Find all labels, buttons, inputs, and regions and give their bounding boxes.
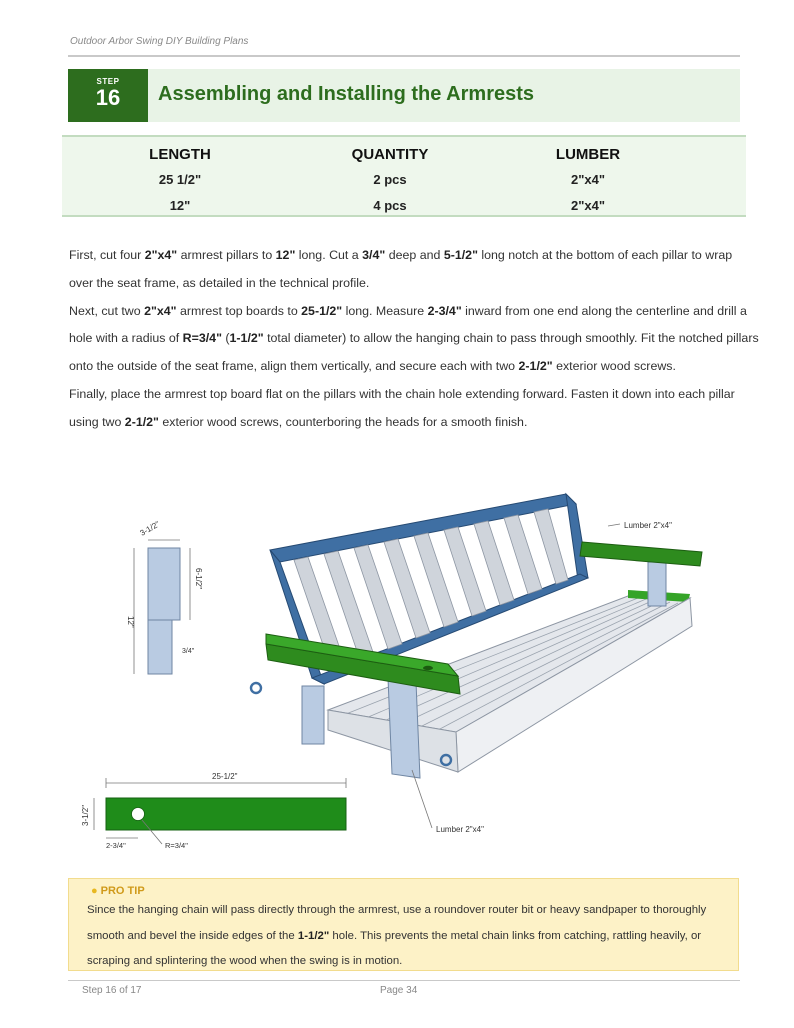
- step-title: Assembling and Installing the Armrests: [158, 83, 535, 105]
- footer-step-indicator: Step 16 of 17: [82, 985, 142, 996]
- table-cell: 4 pcs: [373, 198, 407, 213]
- board-hole-radius-label: R=3/4": [165, 841, 188, 850]
- right-armrest-board: [579, 541, 703, 567]
- instruction-paragraph-3: Finally, place the armrest top board fla…: [69, 386, 735, 429]
- backrest-right-rail: [565, 492, 589, 581]
- pro-tip-heading: ●PRO TIP: [91, 885, 145, 897]
- header-divider: [68, 55, 740, 57]
- cut-list-table: LENGTH 25 1/2" 12" QUANTITY 2 pcs 4 pcs …: [62, 135, 746, 217]
- table-cell: 2 pcs: [373, 172, 407, 187]
- leader-line: [411, 769, 433, 829]
- step-banner: STEP 16 Assembling and Installing the Ar…: [68, 69, 740, 122]
- pro-tip-box: ●PRO TIP Since the hanging chain will pa…: [68, 878, 739, 971]
- cut-list-column-lumber: LUMBER 2"x4" 2"x4": [518, 143, 658, 219]
- eye-bolt: [439, 753, 453, 767]
- left-rear-pillar: [301, 685, 325, 745]
- cut-list-column-length: LENGTH 25 1/2" 12": [110, 143, 250, 219]
- footer-divider: [68, 980, 740, 981]
- callout-bottom-label: Lumber 2"x4": [436, 825, 484, 834]
- pro-tip-text: Since the hanging chain will pass direct…: [87, 904, 707, 967]
- column-header: LUMBER: [555, 146, 621, 163]
- leader-line: [141, 819, 163, 845]
- step-badge: STEP 16: [68, 69, 148, 122]
- backrest-slats: [293, 508, 569, 672]
- column-header: QUANTITY: [351, 146, 429, 163]
- right-armrest-pillar: [647, 561, 667, 607]
- table-cell: 2"x4": [570, 172, 606, 187]
- left-front-pillar: [387, 677, 421, 779]
- board-width-label: 3-1/2": [81, 805, 90, 826]
- pillar-profile-drawing: 3-1/2" 12" 6-1/2" 3/4": [126, 519, 203, 675]
- leader-line: [607, 523, 621, 527]
- footer-page-number: Page 34: [380, 985, 418, 996]
- cut-list-column-quantity: QUANTITY 2 pcs 4 pcs: [320, 143, 460, 219]
- chain-hole: [131, 807, 145, 821]
- pillar-width-label: 3-1/2": [139, 519, 162, 537]
- armrest-chain-hole: [423, 665, 433, 671]
- board-profile-drawing: 25-1/2" 3-1/2" 2-3/4" R=3/4": [81, 772, 347, 850]
- instructions: First, cut four 2"x4" armrest pillars to…: [69, 242, 759, 437]
- table-cell: 25 1/2": [158, 172, 202, 187]
- lightbulb-icon: ●: [91, 885, 98, 897]
- instruction-paragraph-1: First, cut four 2"x4" armrest pillars to…: [69, 248, 733, 290]
- instruction-paragraph-2: Next, cut two 2"x4" armrest top boards t…: [69, 303, 759, 374]
- callout-top-label: Lumber 2"x4": [624, 521, 672, 530]
- armrest-technical-figure: 3-1/2" 12" 6-1/2" 3/4" 25-1/2" 3-1/2" 2-…: [81, 492, 703, 850]
- board-length-label: 25-1/2": [212, 772, 238, 781]
- table-cell: 2"x4": [570, 198, 606, 213]
- pillar-notch-depth-label: 3/4": [182, 648, 195, 655]
- pillar-notch-length-label: 6-1/2": [194, 568, 203, 589]
- column-header: LENGTH: [149, 146, 211, 163]
- pro-tip-title: PRO TIP: [100, 885, 145, 897]
- pillar-upper: [147, 547, 181, 621]
- step-number: 16: [95, 85, 121, 110]
- pillar-length-label: 12": [126, 616, 135, 628]
- swing-illustration: [249, 492, 703, 779]
- step-label: STEP: [96, 77, 120, 86]
- eye-bolt: [249, 681, 263, 695]
- document-header: Outdoor Arbor Swing DIY Building Plans: [70, 36, 249, 47]
- pillar-lower: [147, 619, 173, 675]
- left-armrest-board-top: [265, 633, 460, 677]
- board-hole-offset-label: 2-3/4": [106, 841, 126, 850]
- table-cell: 12": [169, 198, 191, 213]
